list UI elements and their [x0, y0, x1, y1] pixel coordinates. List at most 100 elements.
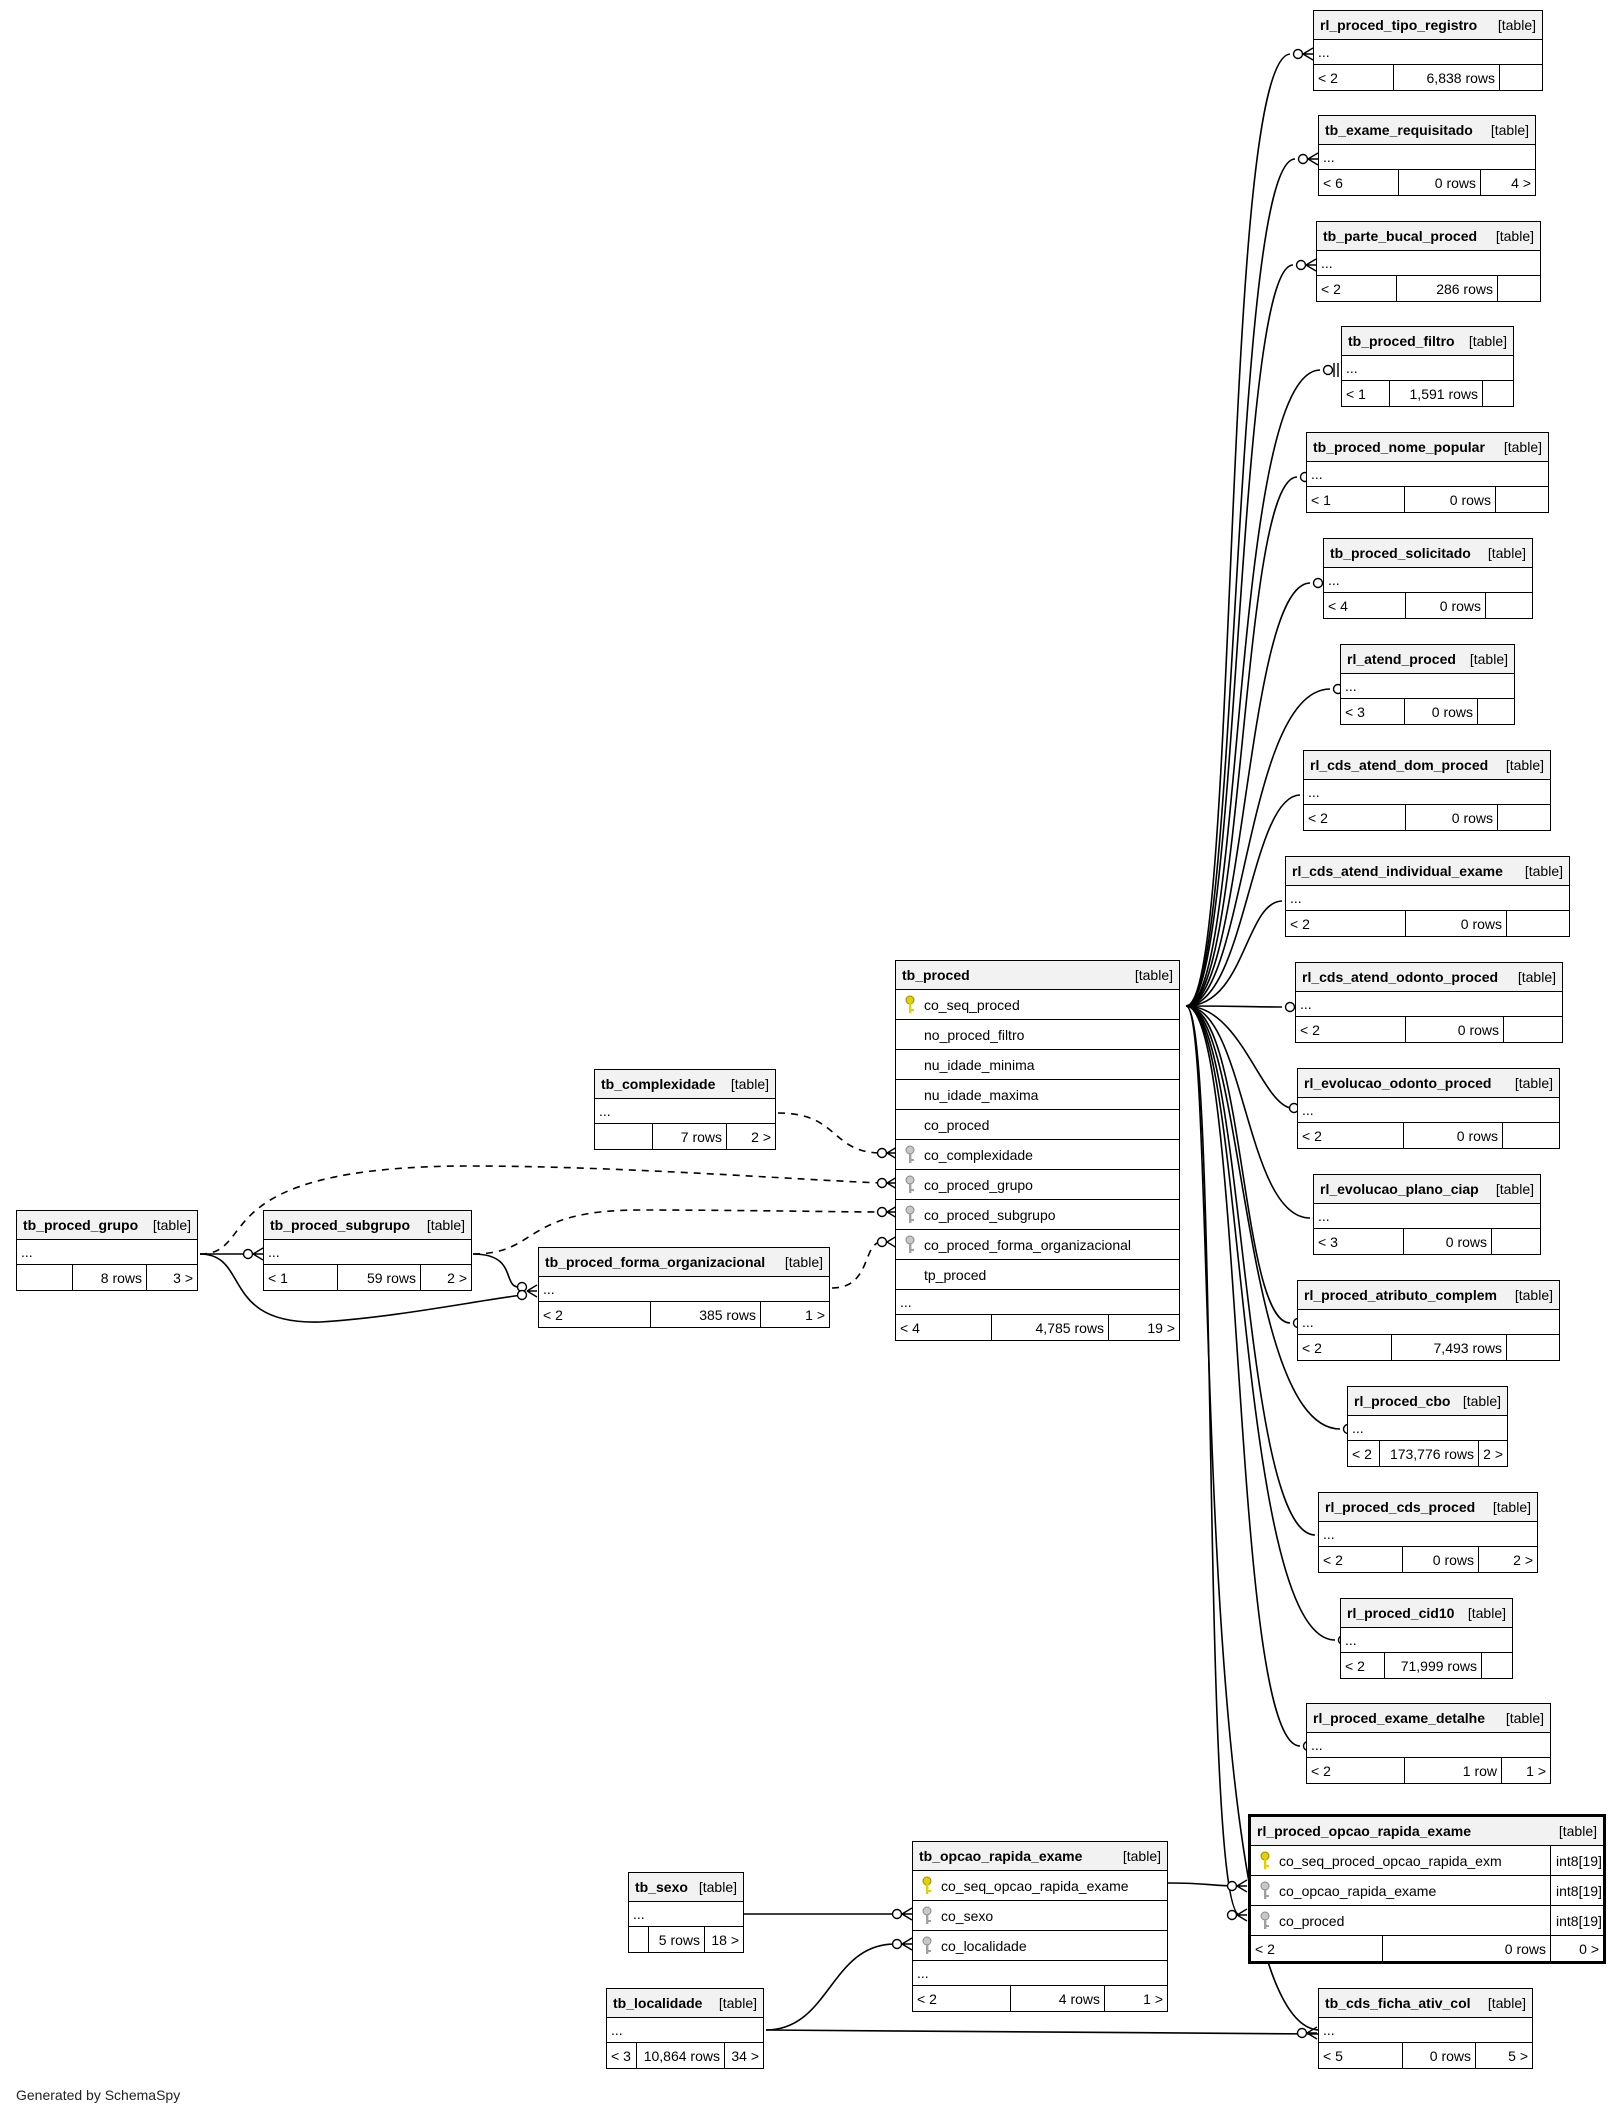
children-link[interactable]: [1507, 1335, 1559, 1360]
parents-link[interactable]: [17, 1265, 73, 1290]
more-columns[interactable]: ...: [1298, 1098, 1559, 1123]
children-link[interactable]: [1486, 593, 1532, 618]
parents-link[interactable]: [629, 1927, 649, 1952]
children-link[interactable]: [1478, 699, 1514, 724]
parents-link[interactable]: < 2: [1307, 1758, 1405, 1783]
column-row[interactable]: co_proced int8[19]: [1251, 1906, 1603, 1936]
column-row[interactable]: co_complexidade: [896, 1140, 1179, 1170]
children-link[interactable]: 1 >: [1526, 1762, 1546, 1779]
table-name[interactable]: tb_exame_requisitado: [1325, 122, 1473, 138]
more-columns[interactable]: ...: [1307, 462, 1548, 487]
children-link[interactable]: 5 >: [1508, 2047, 1528, 2064]
parents-link[interactable]: < 4: [896, 1315, 992, 1340]
parents-link[interactable]: < 2: [1304, 805, 1406, 830]
table-name[interactable]: rl_cds_atend_individual_exame: [1292, 863, 1503, 879]
more-columns[interactable]: ...: [1319, 1522, 1537, 1547]
more-columns[interactable]: ...: [595, 1099, 775, 1124]
column-row[interactable]: co_seq_opcao_rapida_exame: [913, 1871, 1167, 1901]
more-columns[interactable]: ...: [607, 2018, 763, 2043]
column-row[interactable]: tp_proced: [896, 1260, 1179, 1290]
parents-link[interactable]: < 2: [1341, 1653, 1385, 1678]
more-columns[interactable]: ...: [1341, 674, 1514, 699]
table-name[interactable]: tb_proced_nome_popular: [1313, 439, 1485, 455]
more-columns[interactable]: ...: [1314, 40, 1542, 65]
parents-link[interactable]: < 3: [1314, 1229, 1404, 1254]
children-link[interactable]: [1504, 1017, 1562, 1042]
parents-link[interactable]: < 2: [1317, 276, 1397, 301]
parents-link[interactable]: < 2: [913, 1986, 1011, 2011]
children-link[interactable]: 2 >: [751, 1128, 771, 1145]
children-link[interactable]: 4 >: [1511, 174, 1531, 191]
children-link[interactable]: 0 >: [1579, 1940, 1599, 1957]
table-name[interactable]: tb_opcao_rapida_exame: [919, 1848, 1083, 1864]
more-columns[interactable]: ...: [17, 1240, 197, 1265]
parents-link[interactable]: < 1: [264, 1265, 338, 1290]
more-columns[interactable]: ...: [1317, 251, 1540, 276]
parents-link[interactable]: < 2: [1286, 911, 1406, 936]
children-link[interactable]: 1 >: [805, 1306, 825, 1323]
table-name[interactable]: rl_proced_atributo_complem: [1304, 1287, 1497, 1303]
parents-link[interactable]: < 6: [1319, 170, 1399, 195]
more-columns[interactable]: ...: [1342, 356, 1513, 381]
column-row[interactable]: co_proced_forma_organizacional: [896, 1230, 1179, 1260]
children-link[interactable]: [1498, 276, 1540, 301]
table-name[interactable]: tb_proced: [902, 967, 970, 983]
children-link[interactable]: 19 >: [1147, 1319, 1175, 1336]
table-tb-proced-forma-organizacional[interactable]: tb_proced_forma_organizacional[table] ..…: [538, 1247, 830, 1328]
table-name[interactable]: tb_sexo: [635, 1879, 688, 1895]
table-name[interactable]: rl_evolucao_odonto_proced: [1304, 1075, 1492, 1091]
parents-link[interactable]: < 5: [1319, 2043, 1403, 2068]
column-row[interactable]: nu_idade_minima: [896, 1050, 1179, 1080]
more-columns[interactable]: ...: [1286, 886, 1569, 911]
children-link[interactable]: 34 >: [731, 2047, 759, 2064]
parents-link[interactable]: < 2: [1314, 65, 1394, 90]
more-columns[interactable]: ...: [896, 1290, 1179, 1315]
table-tb-proced[interactable]: tb_proced[table] co_seq_proced no_proced…: [895, 960, 1180, 1341]
table-tb-opcao-rapida-exame[interactable]: tb_opcao_rapida_exame[table] co_seq_opca…: [912, 1841, 1168, 2012]
children-link[interactable]: [1482, 1653, 1512, 1678]
table-name[interactable]: rl_proced_cid10: [1347, 1605, 1455, 1621]
column-row[interactable]: co_seq_proced_opcao_rapida_exm int8[19]: [1251, 1846, 1603, 1876]
more-columns[interactable]: ...: [913, 1961, 1167, 1986]
table-name[interactable]: tb_proced_solicitado: [1330, 545, 1471, 561]
parents-link[interactable]: < 2: [1251, 1936, 1383, 1961]
column-row[interactable]: nu_idade_maxima: [896, 1080, 1179, 1110]
parents-link[interactable]: < 2: [1298, 1123, 1404, 1148]
children-link[interactable]: 2 >: [447, 1269, 467, 1286]
column-row[interactable]: co_proced_subgrupo: [896, 1200, 1179, 1230]
table-name[interactable]: rl_proced_opcao_rapida_exame: [1257, 1823, 1471, 1839]
more-columns[interactable]: ...: [1298, 1310, 1559, 1335]
table-name[interactable]: tb_proced_grupo: [23, 1217, 139, 1233]
more-columns[interactable]: ...: [264, 1240, 471, 1265]
more-columns[interactable]: ...: [1307, 1733, 1550, 1758]
more-columns[interactable]: ...: [1304, 780, 1550, 805]
column-row[interactable]: co_seq_proced: [896, 990, 1179, 1020]
children-link[interactable]: 18 >: [711, 1931, 739, 1948]
parents-link[interactable]: < 2: [539, 1302, 651, 1327]
more-columns[interactable]: ...: [1348, 1416, 1507, 1441]
parents-link[interactable]: [595, 1124, 653, 1149]
children-link[interactable]: [1503, 1123, 1559, 1148]
table-name[interactable]: rl_cds_atend_dom_proced: [1310, 757, 1489, 773]
parents-link[interactable]: < 2: [1296, 1017, 1406, 1042]
table-rl-cds-atend-individual-exame[interactable]: rl_cds_atend_individual_exame[table] ...…: [1285, 856, 1570, 937]
column-row[interactable]: co_proced_grupo: [896, 1170, 1179, 1200]
parents-link[interactable]: < 2: [1319, 1547, 1403, 1572]
table-name[interactable]: tb_proced_forma_organizacional: [545, 1254, 766, 1270]
children-link[interactable]: [1492, 1229, 1540, 1254]
